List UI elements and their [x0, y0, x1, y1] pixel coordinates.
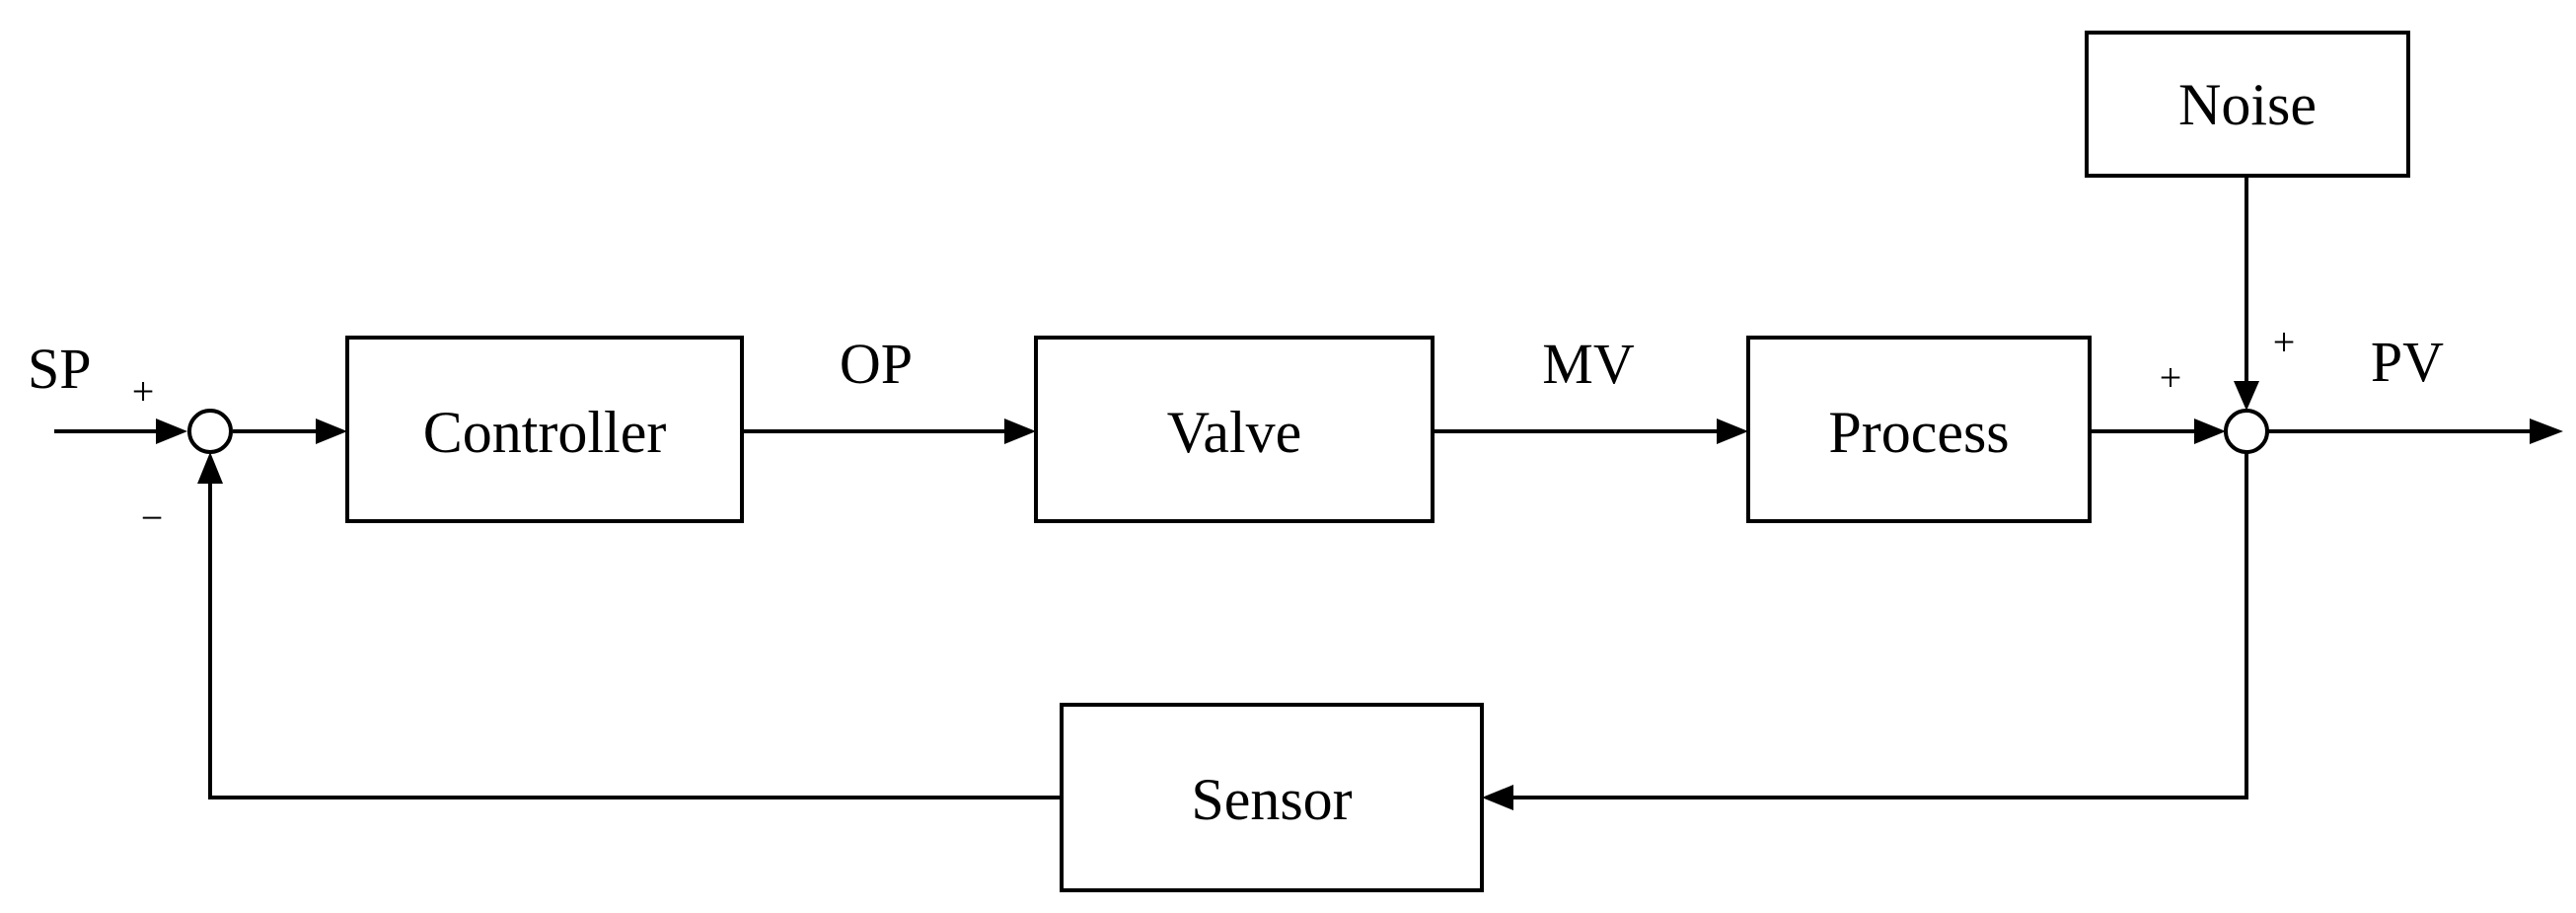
sensor-to-sum1-wire — [208, 479, 1062, 799]
noise-label: Noise — [2178, 72, 2317, 137]
pv-label: PV — [2371, 330, 2444, 394]
sensor-block: Sensor — [1060, 703, 1484, 892]
noise-block: Noise — [2085, 31, 2410, 178]
pv-output-arrowhead — [2530, 418, 2563, 444]
valve-input-arrowhead — [1004, 418, 1036, 444]
feedback-to-sensor-wire — [1505, 452, 2248, 799]
process-input-arrowhead — [1717, 418, 1748, 444]
sp-arrowhead — [156, 418, 187, 444]
sum2-plus-sign-left: + — [2160, 355, 2182, 400]
noise-arrowhead — [2234, 381, 2259, 411]
process-block: Process — [1746, 336, 2092, 523]
sp-label: SP — [28, 337, 92, 401]
sum2-input-arrowhead — [2194, 418, 2226, 444]
valve-label: Valve — [1167, 400, 1302, 465]
summing-junction-2 — [2224, 409, 2269, 454]
sum1-plus-sign: + — [132, 369, 155, 414]
op-label: OP — [840, 332, 913, 396]
sensor-input-arrowhead — [1482, 785, 1513, 810]
sum1-feedback-arrowhead — [197, 452, 223, 484]
sum2-plus-sign-top: + — [2273, 320, 2296, 364]
process-label: Process — [1828, 400, 2009, 465]
mv-label: MV — [1542, 332, 1635, 396]
controller-block: Controller — [345, 336, 744, 523]
valve-block: Valve — [1034, 336, 1435, 523]
controller-input-arrowhead — [316, 418, 347, 444]
summing-junction-1 — [187, 409, 233, 454]
controller-label: Controller — [423, 400, 667, 465]
sum1-minus-sign: − — [141, 495, 164, 540]
sensor-label: Sensor — [1191, 767, 1352, 832]
